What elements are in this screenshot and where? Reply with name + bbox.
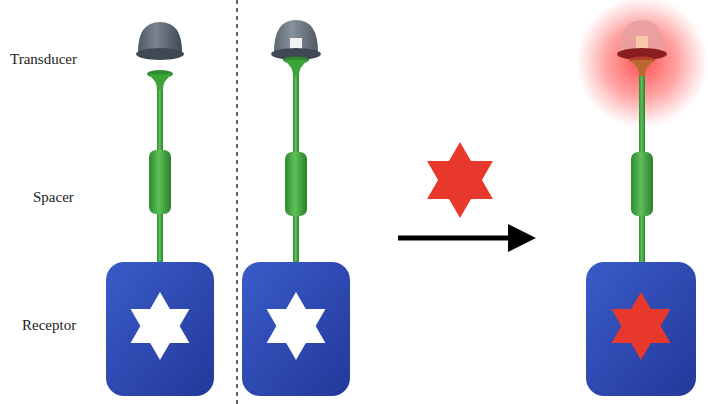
divider-line (236, 0, 238, 404)
transducer-part (136, 22, 184, 60)
part-label: Receptor (22, 317, 76, 334)
part-label: Transducer (10, 51, 77, 68)
part-label: Spacer (33, 189, 74, 206)
analyte-star (427, 142, 493, 218)
reaction-arrow (398, 224, 536, 252)
assembled-sensor (242, 20, 350, 396)
receptor-part (106, 262, 214, 396)
activated-sensor (576, 0, 708, 396)
spacer-part (147, 70, 173, 262)
